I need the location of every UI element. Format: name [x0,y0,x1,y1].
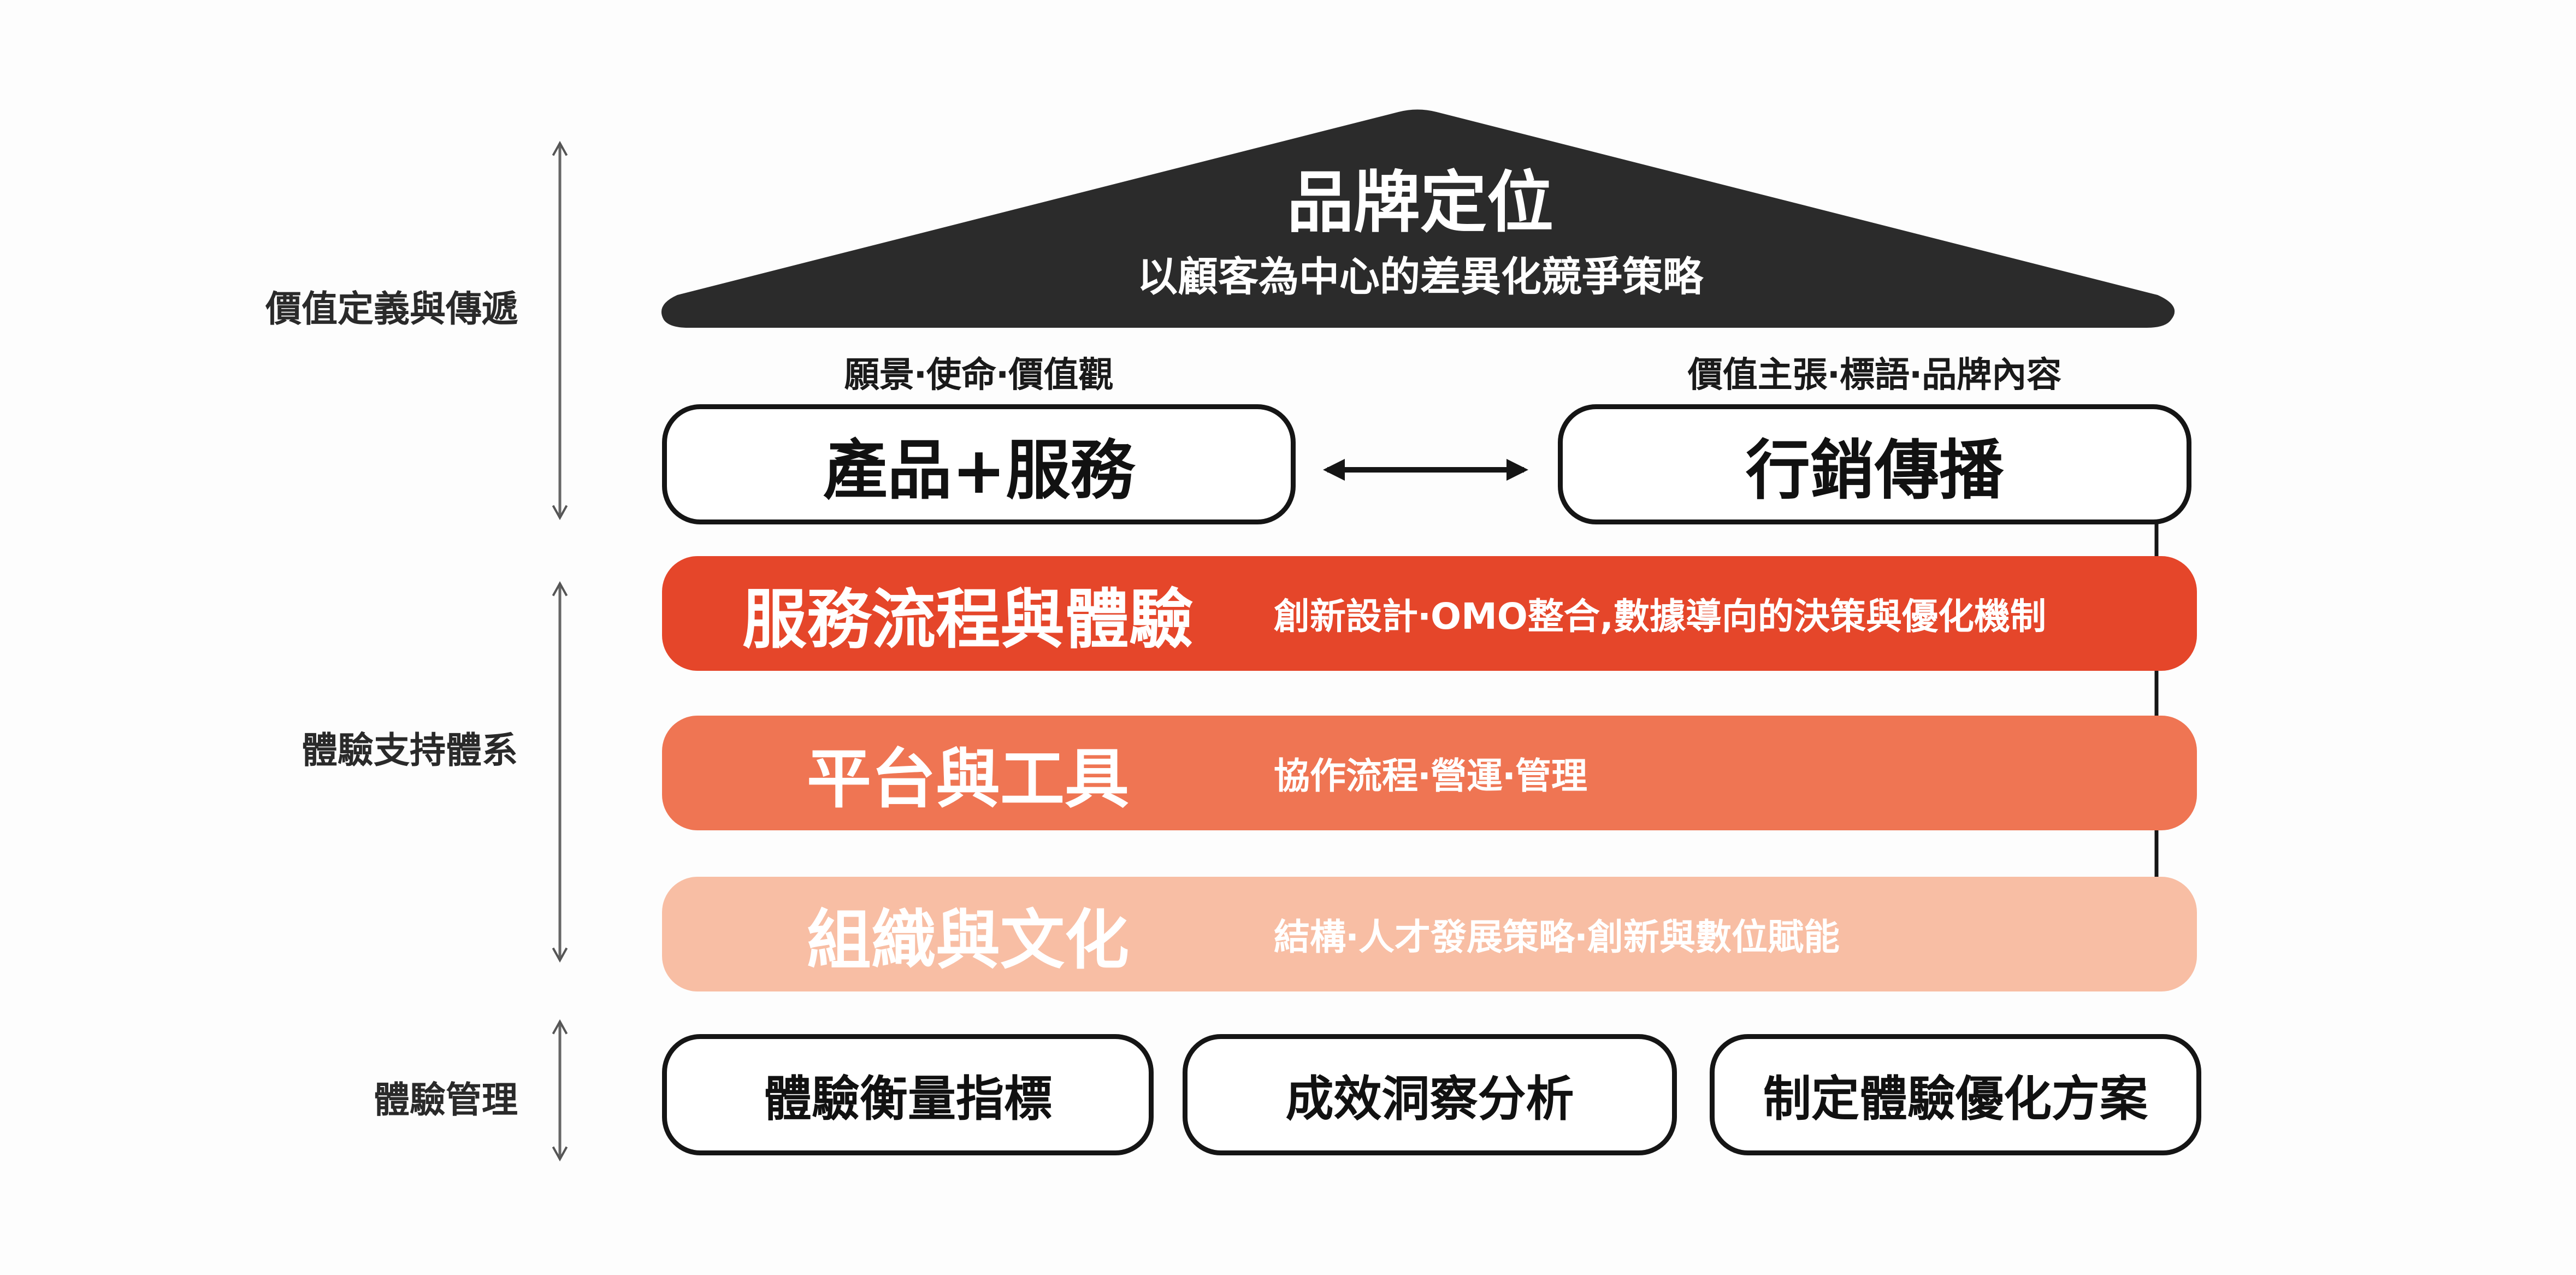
optimization-plan-label: 制定體驗優化方案 [1763,1070,2148,1127]
marketing-communication-box: 行銷傳播 [1558,404,2191,524]
layer-service-process-title: 服務流程與體驗 [742,581,1194,657]
marketing-communication-label: 行銷傳播 [1745,432,2004,508]
layer-organization-culture [662,877,2197,991]
performance-insight-label: 成效洞察分析 [1285,1070,1574,1127]
layer-service-process [662,556,2197,671]
product-service-box: 產品+服務 [662,404,1296,524]
layer-organization-culture-desc: 結構‧人才發展策略‧創新與數位賦能 [1274,916,1840,958]
experience-metrics-box: 體驗衡量指標 [662,1034,1154,1155]
roof-shape [661,109,2175,328]
layer-platform-tools-title: 平台與工具 [806,741,1129,817]
product-service-label: 產品+服務 [823,432,1135,508]
optimization-plan-box: 制定體驗優化方案 [1710,1034,2201,1155]
performance-insight-box: 成效洞察分析 [1183,1034,1677,1155]
roof-subtitle: 以顧客為中心的差異化競爭策略 [1137,253,1703,300]
side-label-value-definition: 價值定義與傳遞 [265,288,518,330]
layer-platform-tools-desc: 協作流程‧營運‧管理 [1274,755,1587,797]
right-pillar-label: 價值主張‧標語‧品牌內容 [1687,355,2062,396]
side-label-experience-management: 體驗管理 [374,1079,518,1121]
layer-platform-tools [662,716,2197,830]
side-label-experience-support: 體驗支持體系 [302,729,518,771]
roof-title: 品牌定位 [1287,163,1553,241]
left-pillar-label: 願景‧使命‧價值觀 [844,355,1114,396]
experience-metrics-label: 體驗衡量指標 [763,1070,1052,1127]
layer-service-process-desc: 創新設計‧OMO整合,數據導向的決策與優化機制 [1274,595,2046,638]
layer-organization-culture-title: 組織與文化 [806,902,1129,978]
